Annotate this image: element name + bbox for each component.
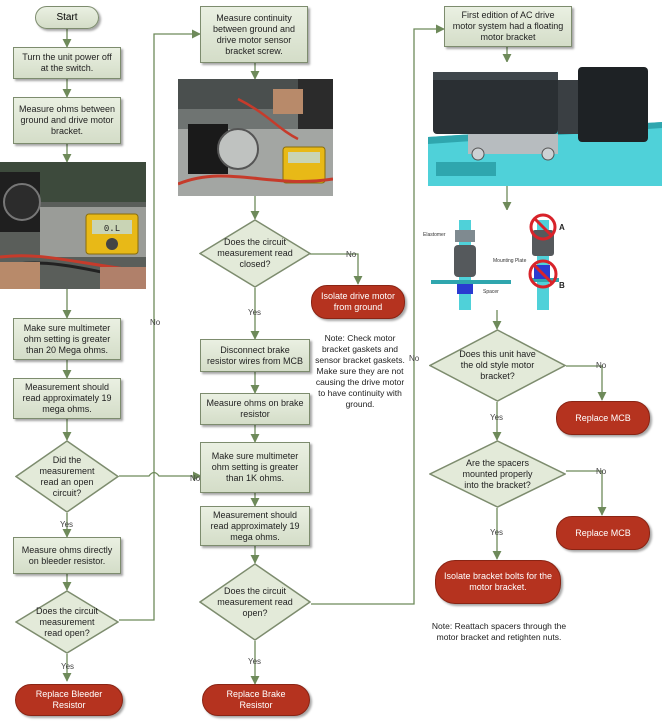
decision-open-col2: Does the circuit measurement read open? bbox=[199, 563, 311, 641]
label-yes-2: Yes bbox=[61, 662, 75, 671]
note-gaskets: Note: Check motor bracket gaskets and se… bbox=[315, 333, 405, 409]
label-yes-5: Yes bbox=[490, 413, 504, 422]
label-no-6: No bbox=[596, 467, 607, 476]
svg-text:B: B bbox=[559, 281, 565, 290]
label-yes-3: Yes bbox=[248, 308, 262, 317]
svg-text:Spacer: Spacer bbox=[483, 289, 499, 295]
label-yes-4: Yes bbox=[248, 657, 262, 666]
step-turn-power-off: Turn the unit power off at the switch. bbox=[13, 47, 121, 79]
note-reattach-spacers: Note: Reattach spacers through the motor… bbox=[431, 621, 567, 642]
svg-text:Elastomer: Elastomer bbox=[423, 232, 446, 238]
label-yes-1: Yes bbox=[60, 520, 74, 529]
svg-text:A: A bbox=[559, 223, 565, 232]
label-yes-6: Yes bbox=[490, 528, 504, 537]
step-measure-continuity: Measure continuity between ground and dr… bbox=[200, 6, 308, 63]
decision-read-closed: Does the circuit measurement read closed… bbox=[199, 219, 311, 288]
bracket-spacer-diagram: Elastomer Mounting Plate Spacer A B bbox=[421, 210, 601, 310]
label-no-2: No bbox=[150, 318, 161, 327]
replace-brake-resistor: Replace Brake Resistor bbox=[202, 684, 310, 716]
decision-old-style-bracket: Does this unit have the old style motor … bbox=[429, 329, 566, 402]
step-multimeter-20-mega: Make sure multimeter ohm setting is grea… bbox=[13, 318, 121, 360]
isolate-bracket-bolts: Isolate bracket bolts for the motor brac… bbox=[435, 560, 561, 604]
replace-mcb-1: Replace MCB bbox=[556, 401, 650, 435]
multimeter-photo-2 bbox=[178, 79, 333, 196]
label-no-3: No bbox=[346, 250, 357, 259]
label-no-4: No bbox=[409, 354, 420, 363]
svg-text:0.L: 0.L bbox=[104, 224, 120, 234]
decision-open-col1: Does the circuit measurement read open? bbox=[15, 590, 119, 654]
replace-mcb-2: Replace MCB bbox=[556, 516, 650, 550]
isolate-drive-motor: Isolate drive motor from ground bbox=[311, 285, 405, 319]
step-read-19-mega-2: Measurement should read approximately 19… bbox=[200, 506, 310, 546]
step-floating-motor-bracket: First edition of AC drive motor system h… bbox=[444, 6, 572, 47]
decision-open-circuit: Did the measurement read an open circuit… bbox=[15, 440, 119, 513]
start-node: Start bbox=[35, 6, 99, 29]
step-read-19-mega-1: Measurement should read approximately 19… bbox=[13, 378, 121, 419]
multimeter-photo-1: 0.L bbox=[0, 162, 146, 289]
svg-text:Mounting Plate: Mounting Plate bbox=[493, 258, 527, 264]
label-no-1: No bbox=[190, 474, 201, 483]
step-measure-ohms-bracket: Measure ohms between ground and drive mo… bbox=[13, 97, 121, 144]
step-measure-brake-resistor: Measure ohms on brake resistor bbox=[200, 393, 310, 425]
motor-render-image bbox=[428, 62, 662, 186]
replace-bleeder-resistor: Replace Bleeder Resistor bbox=[15, 684, 123, 716]
decision-spacers-mounted: Are the spacers mounted properly into th… bbox=[429, 440, 566, 508]
step-disconnect-brake-resistor: Disconnect brake resistor wires from MCB bbox=[200, 339, 310, 372]
step-measure-bleeder: Measure ohms directly on bleeder resisto… bbox=[13, 537, 121, 574]
step-multimeter-1k: Make sure multimeter ohm setting is grea… bbox=[200, 442, 310, 493]
label-no-5: No bbox=[596, 361, 607, 370]
